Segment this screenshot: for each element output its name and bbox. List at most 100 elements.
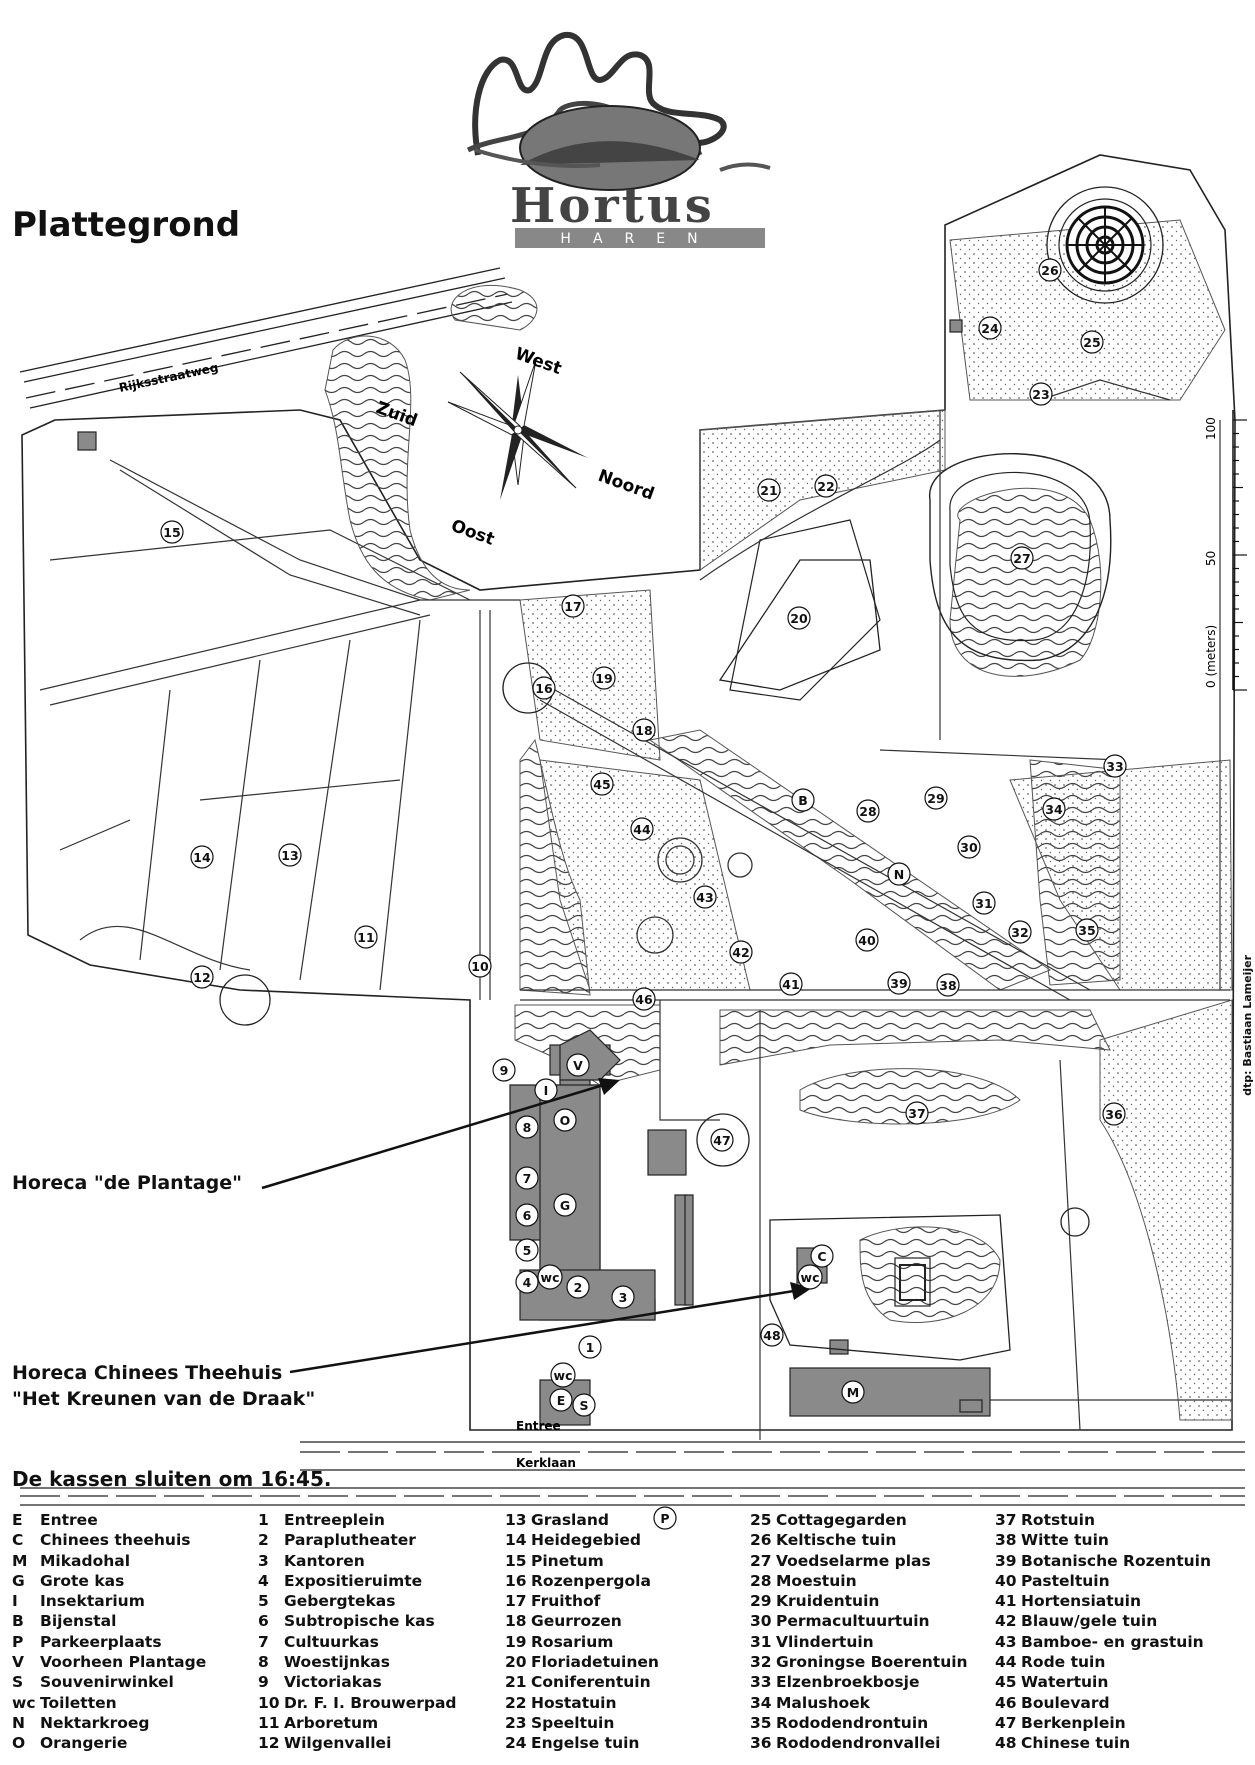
marker-32: 32 bbox=[1008, 920, 1032, 944]
legend-label: Rotstuin bbox=[1021, 1511, 1096, 1529]
legend-key: 7 bbox=[258, 1632, 269, 1651]
marker-3: 3 bbox=[611, 1285, 635, 1309]
legend-key: 39 bbox=[995, 1551, 1017, 1570]
svg-text:E: E bbox=[557, 1393, 566, 1408]
legend-key: 3 bbox=[258, 1551, 269, 1570]
scale-tick-100: 100 bbox=[1204, 417, 1218, 440]
svg-text:B: B bbox=[798, 793, 808, 808]
marker-S: S bbox=[572, 1393, 596, 1417]
legend-label: Rozenpergola bbox=[531, 1571, 651, 1590]
svg-text:42: 42 bbox=[732, 945, 749, 960]
legend-key: G bbox=[12, 1571, 25, 1590]
legend-label: Botanische Rozentuin bbox=[1021, 1551, 1211, 1570]
svg-text:M: M bbox=[847, 1385, 859, 1400]
legend-label: Keltische tuin bbox=[776, 1531, 897, 1550]
legend-label: Groningse Boerentuin bbox=[776, 1653, 968, 1672]
voedselarme-plas-hatch bbox=[949, 487, 1102, 677]
legend-key: 18 bbox=[505, 1612, 527, 1631]
legend-key: 46 bbox=[995, 1693, 1017, 1712]
bamboe-circle bbox=[657, 837, 703, 883]
svg-text:41: 41 bbox=[782, 977, 799, 992]
svg-text:30: 30 bbox=[960, 840, 978, 855]
legend-key: 24 bbox=[505, 1734, 527, 1753]
marker-16: 16 bbox=[532, 676, 556, 700]
marker-B: B bbox=[791, 788, 815, 812]
legend-key: 27 bbox=[750, 1551, 772, 1570]
kerklaan-label: Kerklaan bbox=[516, 1456, 576, 1470]
legend-key: wc bbox=[12, 1693, 36, 1712]
svg-text:31: 31 bbox=[975, 896, 992, 911]
svg-text:4: 4 bbox=[523, 1275, 532, 1290]
legend-key: 30 bbox=[750, 1612, 772, 1631]
compass-west: West bbox=[512, 344, 564, 379]
small-circle bbox=[727, 852, 753, 878]
legend-label: Rododendronvallei bbox=[776, 1734, 941, 1753]
legend-label: Cultuurkas bbox=[284, 1632, 379, 1651]
legend-label: Paraplutheater bbox=[284, 1531, 416, 1550]
svg-text:6: 6 bbox=[523, 1208, 532, 1223]
legend-key: 43 bbox=[995, 1632, 1017, 1651]
berkenplein-circle bbox=[696, 1113, 750, 1167]
marker-13: 13 bbox=[278, 843, 302, 867]
marker-17: 17 bbox=[561, 594, 585, 618]
svg-text:18: 18 bbox=[635, 723, 652, 738]
marker-48: 48 bbox=[760, 1323, 784, 1347]
marker-7: 7 bbox=[515, 1166, 539, 1190]
svg-text:19: 19 bbox=[595, 671, 612, 686]
legend-label: Rode tuin bbox=[1021, 1653, 1106, 1672]
greenhouse-complex bbox=[77, 319, 991, 1426]
legend-label: Voedselarme plas bbox=[776, 1551, 931, 1570]
svg-text:S: S bbox=[579, 1398, 588, 1413]
legend-label: Insektarium bbox=[40, 1592, 145, 1611]
legend-key: 31 bbox=[750, 1632, 772, 1651]
svg-text:39: 39 bbox=[890, 976, 907, 991]
legend-label: Malushoek bbox=[776, 1693, 870, 1712]
marker-12: 12 bbox=[190, 965, 214, 989]
marker-4: 4 bbox=[515, 1270, 539, 1294]
legend-key: 25 bbox=[750, 1511, 772, 1529]
legend-row: 2 Paraplutheater bbox=[258, 1530, 457, 1550]
legend-label: Berkenplein bbox=[1021, 1713, 1126, 1732]
marker-P: P bbox=[653, 1506, 677, 1530]
legend-key: 2 bbox=[258, 1531, 269, 1550]
hatched-area-north bbox=[324, 335, 471, 601]
scale-label: 0 (meters) bbox=[1204, 625, 1218, 688]
legend-label: Engelse tuin bbox=[531, 1734, 640, 1753]
marker-29: 29 bbox=[924, 786, 948, 810]
entree-label: Entree bbox=[516, 1419, 561, 1433]
legend-key: 32 bbox=[750, 1653, 772, 1672]
logo-subtitle: HAREN bbox=[560, 231, 719, 247]
legend-key: N bbox=[12, 1713, 25, 1732]
legend-label: Subtropische kas bbox=[284, 1612, 435, 1631]
roundabout-circle bbox=[1060, 1207, 1090, 1237]
marker-M: M bbox=[841, 1380, 865, 1404]
marker-14: 14 bbox=[190, 845, 214, 869]
legend-label: Victoriakas bbox=[284, 1673, 382, 1692]
marker-40: 40 bbox=[855, 928, 879, 952]
legend-label: Heidegebied bbox=[531, 1531, 642, 1550]
svg-text:wc: wc bbox=[554, 1368, 573, 1383]
marker-33: 33 bbox=[1103, 754, 1127, 778]
dotted-area-east-strip bbox=[1099, 999, 1233, 1421]
